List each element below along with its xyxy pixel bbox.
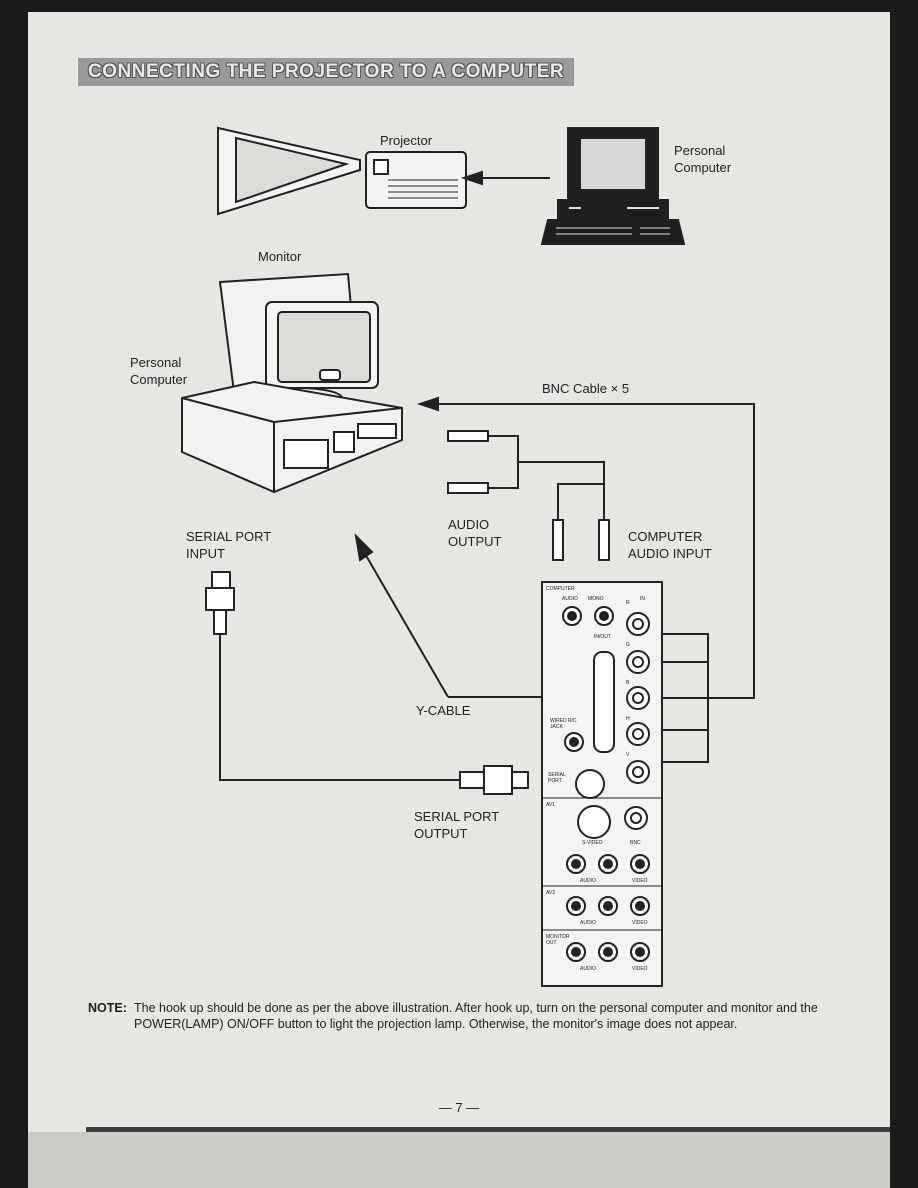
connector-panel (541, 581, 663, 987)
note-label: NOTE: (88, 1001, 127, 1015)
note: NOTE: The hook up should be done as per … (88, 1000, 858, 1031)
label-personal-computer-left: Personal Computer (130, 355, 188, 387)
note-text: The hook up should be done as per the ab… (134, 1001, 818, 1031)
label-monitor: Monitor (258, 249, 302, 264)
section-title: CONNECTING THE PROJECTOR TO A COMPUTER (78, 58, 575, 86)
label-personal-computer-top: Personal Computer (674, 143, 732, 175)
serial-plug-input-icon (205, 571, 235, 635)
label-bnc-cable: BNC Cable × 5 (542, 381, 630, 396)
computer-top-icon (540, 127, 686, 245)
panel-label-b: B (626, 680, 630, 686)
panel-label-audio-av1: AUDIO (580, 878, 596, 884)
panel-label-audio: AUDIO (562, 596, 578, 602)
panel-label-monitor-out: MONITOR OUT (546, 934, 570, 946)
panel-label-video-monitor: VIDEO (632, 966, 648, 972)
panel-label-video-av2: VIDEO (632, 920, 648, 926)
panel-label-video-av1: VIDEO (632, 878, 648, 884)
label-serial-port-output: SERIAL PORT OUTPUT (414, 809, 500, 841)
panel-label-h: H (626, 716, 630, 722)
panel-label-inout: IN/OUT (594, 634, 611, 640)
manual-page: CONNECTING THE PROJECTOR TO A COMPUTER (28, 12, 890, 1188)
audio-plug-icon (447, 430, 610, 561)
label-y-cable: Y-CABLE (416, 703, 471, 718)
computer-base-icon (181, 380, 403, 494)
panel-label-serial-port: SERIAL PORT (548, 772, 566, 784)
panel-label-av2: AV2 (546, 890, 556, 896)
monitor-icon (218, 272, 379, 409)
label-computer-audio-input: COMPUTER AUDIO INPUT (628, 529, 712, 561)
projection-screen-icon (217, 126, 361, 216)
label-projector: Projector (380, 133, 433, 148)
panel-label-bnc: BNC (630, 840, 641, 846)
page-number: — 7 — (438, 1100, 480, 1115)
page-edge-shadow (86, 1127, 890, 1133)
label-audio-output: AUDIO OUTPUT (448, 517, 502, 549)
panel-label-mono: MONO (588, 596, 604, 602)
panel-label-wired-rc: WIRED R/C JACK (550, 718, 577, 730)
panel-label-av1: AV1 (546, 802, 556, 808)
panel-label-v: V (626, 752, 630, 758)
page-bottom-band (28, 1132, 890, 1188)
connection-diagram (181, 126, 755, 987)
label-serial-port-input: SERIAL PORT INPUT (186, 529, 272, 561)
projector-icon (365, 151, 467, 209)
panel-label-g: G (626, 642, 630, 648)
panel-label-s-video: S-VIDEO (582, 840, 603, 846)
panel-label-r: R (626, 600, 630, 606)
serial-plug-output-icon (459, 765, 529, 795)
panel-label-audio-monitor: AUDIO (580, 966, 596, 972)
panel-label-in: IN (640, 596, 645, 602)
panel-label-computer: COMPUTER (546, 586, 575, 592)
panel-label-audio-av2: AUDIO (580, 920, 596, 926)
